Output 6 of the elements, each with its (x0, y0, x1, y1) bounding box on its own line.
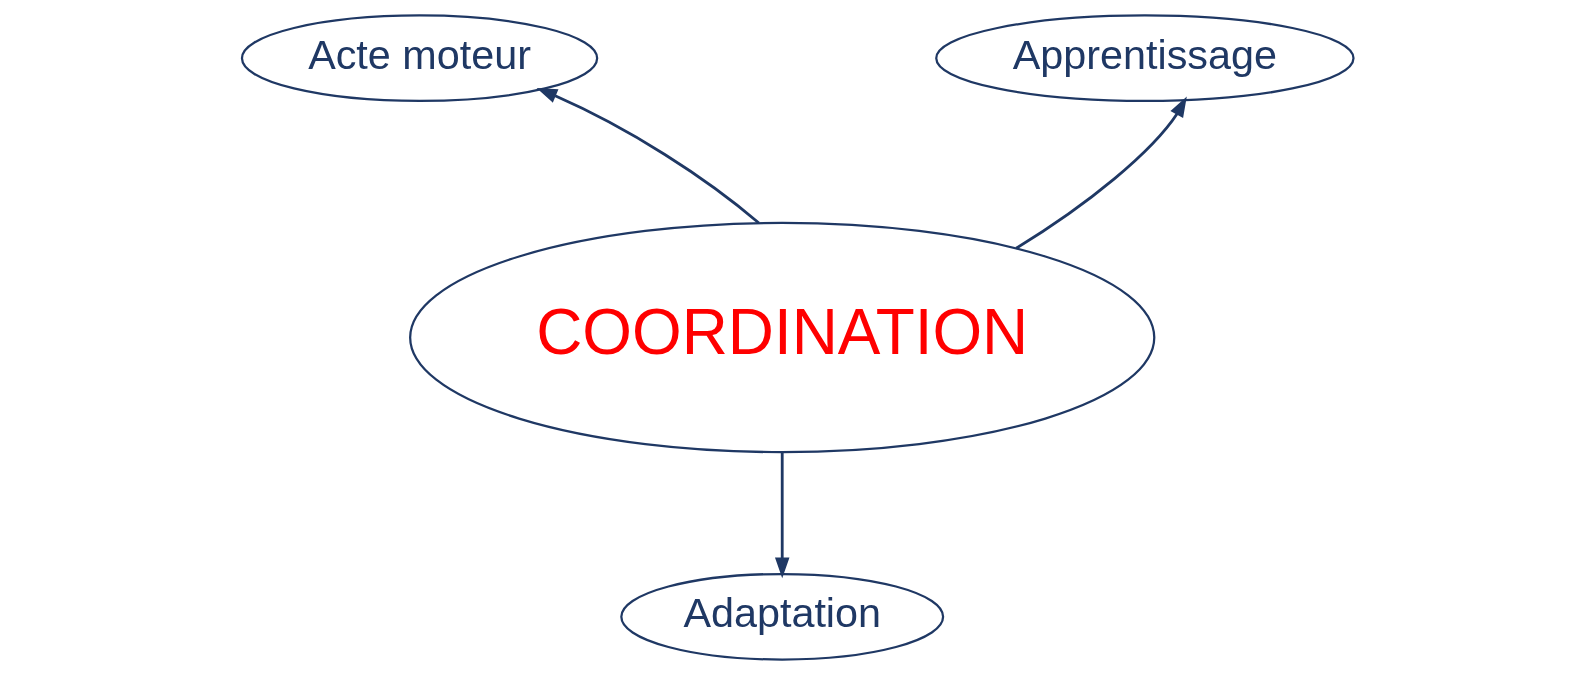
arrow (536, 87, 760, 225)
node-ellipse: Adaptation (619, 572, 944, 661)
node-ellipse: Apprentissage (934, 14, 1355, 103)
arrow (774, 452, 789, 579)
node-ellipse: COORDINATION (408, 221, 1155, 454)
arrow (1014, 96, 1187, 250)
